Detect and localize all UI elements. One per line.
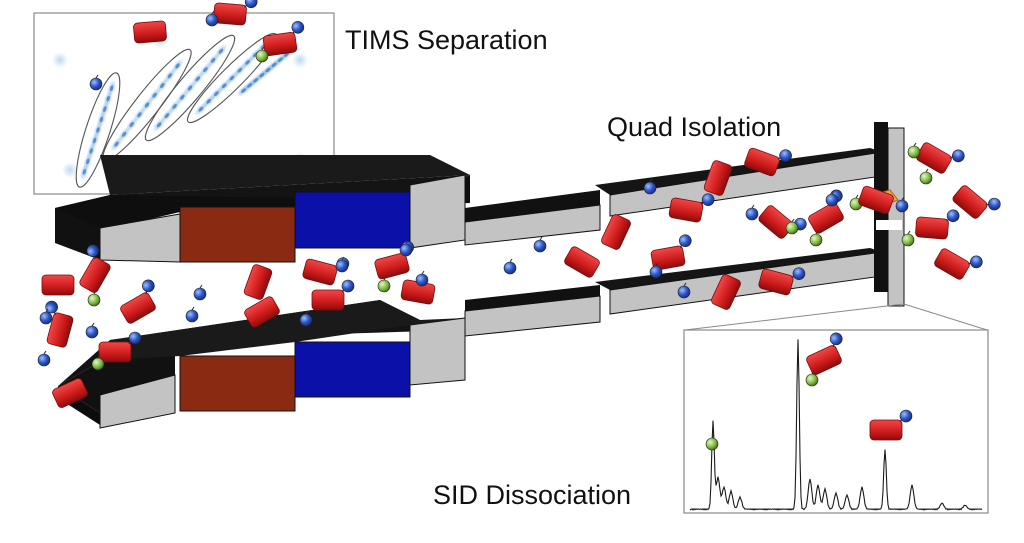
- fragment-ion-icon: [291, 21, 305, 34]
- precursor-ion-icon: [79, 244, 111, 293]
- fragment-ion-icon: [85, 322, 99, 339]
- fragment-ion-icon: [89, 74, 103, 91]
- precursor-ion-icon: [311, 279, 355, 311]
- fragment-ion-icon: [86, 244, 100, 257]
- precursor-ion-icon: [744, 147, 792, 177]
- fragment-ion-icon: [643, 178, 657, 195]
- fragment-ion-icon: [677, 282, 691, 299]
- fragment-ion-icon: [678, 234, 692, 248]
- precursor-ion-icon: [916, 142, 965, 174]
- tims-tunnel-upper: [55, 155, 470, 263]
- fragment-ion-icon: [705, 434, 719, 451]
- precursor-ion-icon: [243, 264, 273, 300]
- fragment-ion-icon: [128, 331, 142, 345]
- fragment-ion-icon: [745, 204, 759, 221]
- precursor-ion-icon: [668, 193, 715, 223]
- fragment-ion-icon: [185, 306, 199, 323]
- fragment-ion-icon: [907, 142, 921, 159]
- precursor-ion-icon: [133, 20, 167, 44]
- precursor-ion-icon: [758, 205, 807, 239]
- precursor-ion-icon: [934, 248, 983, 280]
- precursor-ion-icon: [120, 279, 156, 324]
- precursor-ion-icon: [915, 209, 960, 240]
- fragment-ion-icon: [919, 168, 933, 185]
- ion-layer: [37, 0, 1001, 451]
- fragment-ion-icon: [255, 46, 269, 63]
- fragment-ion-icon: [45, 300, 58, 314]
- precursor-ion-icon: [52, 378, 88, 408]
- precursor-ion-icon: [650, 234, 692, 271]
- fragment-ion-icon: [415, 270, 429, 287]
- fragment-ion-icon: [970, 255, 983, 269]
- precursor-ion-icon: [703, 160, 733, 196]
- fragment-ion-icon: [244, 0, 258, 9]
- spectrum-trace: [689, 339, 983, 511]
- precursor-ion-icon: [711, 274, 741, 310]
- precursor-ion-icon: [601, 214, 631, 250]
- fragment-ion-icon: [649, 262, 663, 279]
- fragment-ion-icon: [37, 350, 51, 367]
- fragment-ion-icon: [785, 218, 799, 235]
- fragment-ion-icon: [988, 197, 1001, 211]
- fragment-ion-icon: [829, 332, 843, 346]
- fragment-ion-icon: [899, 409, 913, 423]
- fragment-ion-icon: [805, 370, 819, 387]
- fragment-ion-icon: [701, 193, 715, 206]
- quadrupole-lower: [464, 248, 883, 337]
- fragment-ion-icon: [901, 230, 915, 247]
- fragment-ion-icon: [946, 209, 960, 223]
- fragment-ion-icon: [809, 230, 823, 247]
- precursor-ion-icon: [45, 300, 74, 348]
- fragment-ion-icon: [299, 310, 313, 327]
- fragment-ion-icon: [399, 240, 413, 257]
- fragment-ion-icon: [142, 279, 155, 293]
- precursor-ion-icon: [244, 296, 280, 328]
- fragment-ion-icon: [335, 256, 349, 273]
- fragment-ion-icon: [792, 267, 806, 280]
- fragment-ion-icon: [952, 149, 965, 163]
- fragment-ion-icon: [193, 284, 207, 301]
- fragment-ion-icon: [205, 10, 219, 27]
- fragment-ion-icon: [779, 149, 792, 162]
- mobility-heatmap: [52, 32, 308, 188]
- precursor-ion-icon: [806, 332, 843, 375]
- precursor-ion-icon: [564, 246, 600, 278]
- fragment-ion-icon: [377, 276, 391, 293]
- precursor-ion-icon: [41, 274, 75, 296]
- precursor-ion-icon: [869, 409, 913, 441]
- precursor-ion-icon: [213, 0, 258, 26]
- precursor-ion-icon: [808, 189, 844, 234]
- precursor-ion-icon: [858, 185, 894, 215]
- fragment-ion-icon: [895, 196, 909, 213]
- tims-separation-label: TIMS Separation: [345, 25, 548, 55]
- sid-dissociation-label: SID Dissociation: [433, 480, 632, 510]
- fragment-ion-icon: [91, 354, 105, 371]
- quad-isolation-label: Quad Isolation: [607, 112, 782, 142]
- precursor-ion-icon: [98, 331, 142, 363]
- precursor-ion-icon: [262, 21, 305, 57]
- fragment-ion-icon: [825, 190, 839, 207]
- fragment-ion-icon: [533, 236, 547, 253]
- fragment-ion-icon: [87, 290, 101, 307]
- precursor-ion-icon: [758, 267, 806, 296]
- fragment-ion-icon: [39, 308, 53, 325]
- fragment-ion-icon: [341, 279, 355, 293]
- precursor-ion-icon: [952, 185, 1001, 219]
- fragment-ion-icon: [503, 258, 517, 275]
